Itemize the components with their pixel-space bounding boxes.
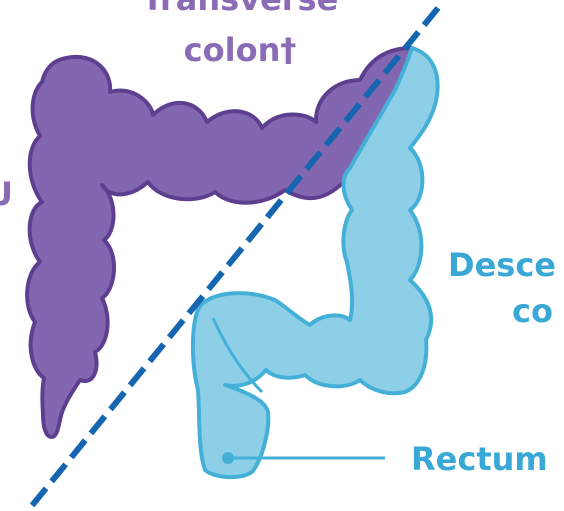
rectum-leader-dot: [222, 452, 234, 464]
label-descending-line1: Desce: [448, 246, 556, 284]
label-descending-line2: co: [512, 292, 553, 330]
label-transverse-line1: Transverse: [142, 0, 339, 18]
label-rectum: Rectum: [411, 440, 548, 478]
label-transverse-line2: colon†: [184, 31, 297, 69]
label-ascending-partial: U: [0, 175, 13, 213]
